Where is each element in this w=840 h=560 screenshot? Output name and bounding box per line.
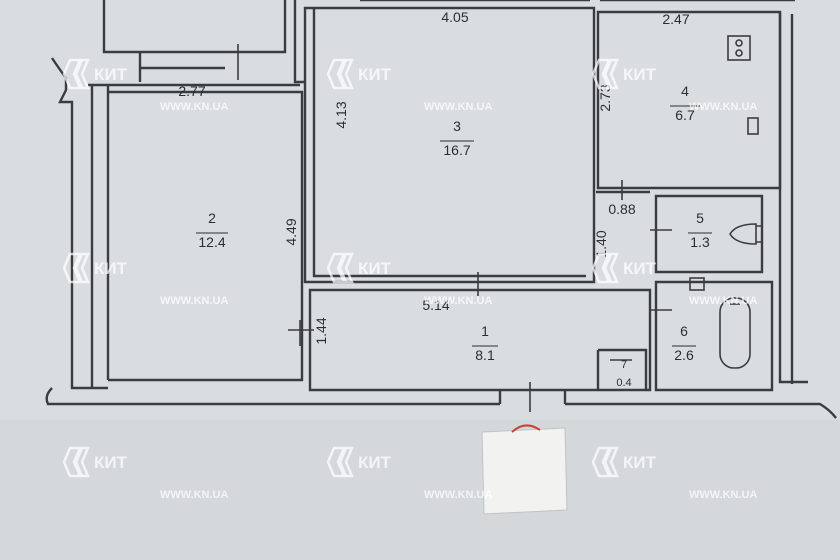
room3-walls	[303, 6, 596, 284]
watermark-url: WWW.KN.UA	[424, 295, 492, 307]
dim-room4-depth: 2.73	[597, 84, 613, 111]
watermark: КИТ WWW.KN.UA	[62, 446, 228, 501]
watermark: КИТ WWW.KN.UA	[591, 252, 757, 307]
dim-room3-depth: 4.13	[333, 101, 349, 128]
watermark: КИТ WWW.KN.UA	[591, 446, 757, 501]
watermark-url: WWW.KN.UA	[689, 101, 757, 113]
watermark-url: WWW.KN.UA	[160, 101, 228, 113]
dim-room1-width: 5.14	[422, 297, 449, 313]
entrance-door	[498, 390, 567, 404]
paper-shadow	[0, 420, 840, 560]
room1-walls	[308, 288, 652, 392]
wall-bottom	[45, 387, 837, 419]
kit-logo-icon	[591, 446, 619, 478]
watermark-brand: КИТ	[358, 259, 392, 278]
kit-logo-icon	[326, 252, 354, 284]
dim-room3-width: 4.05	[441, 9, 468, 25]
watermark: КИТ WWW.KN.UA	[591, 58, 757, 113]
watermark-url: WWW.KN.UA	[424, 101, 492, 113]
room6-area: 2.6	[674, 347, 694, 363]
room4-number: 4	[681, 83, 689, 99]
kit-logo-icon	[326, 446, 354, 478]
watermark-brand: КИТ	[358, 65, 392, 84]
kit-logo-icon	[326, 58, 354, 90]
kit-logo-icon	[62, 58, 90, 90]
watermark: КИТ WWW.KN.UA	[326, 252, 492, 307]
room2-area: 12.4	[198, 234, 225, 250]
room5-area: 1.3	[690, 234, 710, 250]
watermark: КИТ WWW.KN.UA	[62, 58, 228, 113]
room-labels: 3 16.7 4 6.7 2 12.4 5 1.3 1 8.1 6 2.6 7 …	[196, 83, 712, 389]
dim-room4-width: 2.47	[662, 11, 689, 27]
stove-burner	[735, 49, 743, 57]
room6-number: 6	[680, 323, 688, 339]
kit-logo-icon	[62, 252, 90, 284]
watermark-url: WWW.KN.UA	[160, 295, 228, 307]
watermark: КИТ WWW.KN.UA	[326, 58, 492, 113]
watermark-brand: КИТ	[623, 453, 657, 472]
sink-icon	[747, 117, 759, 135]
dim-room1-depth: 1.44	[313, 317, 329, 344]
watermark-brand: КИТ	[623, 65, 657, 84]
room1-number: 1	[481, 323, 489, 339]
room5-walls	[654, 194, 764, 274]
watermark-url: WWW.KN.UA	[689, 295, 757, 307]
wall-shaft	[293, 0, 305, 84]
kit-logo-icon	[591, 252, 619, 284]
toilet-icon	[729, 223, 763, 245]
watermark: КИТ WWW.KN.UA	[326, 446, 492, 501]
room4-area: 6.7	[675, 107, 695, 123]
room3-area: 16.7	[443, 142, 470, 158]
room7-area: 0.4	[616, 377, 631, 389]
walls	[45, 0, 837, 419]
watermark-url: WWW.KN.UA	[160, 489, 228, 501]
kit-logo-icon	[62, 446, 90, 478]
watermark-brand: КИТ	[623, 259, 657, 278]
stove-icon	[727, 35, 751, 61]
room5-number: 5	[696, 210, 704, 226]
room7-walls	[596, 348, 648, 390]
watermark-brand: КИТ	[358, 453, 392, 472]
room3-inner-walls	[312, 8, 586, 278]
room1-area: 8.1	[475, 347, 495, 363]
wall-right	[778, 12, 808, 384]
sticker-note	[481, 424, 568, 515]
red-mark	[511, 424, 541, 433]
watermark-url: WWW.KN.UA	[424, 489, 492, 501]
room2-walls	[108, 90, 304, 382]
wall-top-left	[102, 0, 287, 54]
balcony-door	[138, 52, 225, 82]
watermark-url: WWW.KN.UA	[689, 489, 757, 501]
fixtures	[689, 35, 763, 369]
room3-number: 3	[453, 118, 461, 134]
dim-hall-top: 0.88	[608, 201, 635, 217]
room6-walls	[654, 280, 774, 392]
watermark-brand: КИТ	[94, 65, 128, 84]
watermark-brand: КИТ	[94, 453, 128, 472]
room2-number: 2	[208, 210, 216, 226]
dim-hall-side: 1.40	[593, 230, 609, 257]
dim-room2-depth: 4.49	[283, 218, 299, 245]
watermark-layer: КИТ WWW.KN.UA КИТ WWW.KN.UA КИТ WWW.KN.UA КИТ W…	[62, 58, 757, 501]
door-marks	[237, 44, 672, 412]
room7-number: 7	[621, 359, 627, 371]
stove-burner	[735, 39, 743, 47]
dim-room2-width: 2.77	[178, 83, 205, 99]
bathtub-icon	[719, 297, 751, 369]
watermark: КИТ WWW.KN.UA	[62, 252, 228, 307]
watermark-brand: КИТ	[94, 259, 128, 278]
basin-icon	[689, 277, 705, 291]
kit-logo-icon	[591, 58, 619, 90]
